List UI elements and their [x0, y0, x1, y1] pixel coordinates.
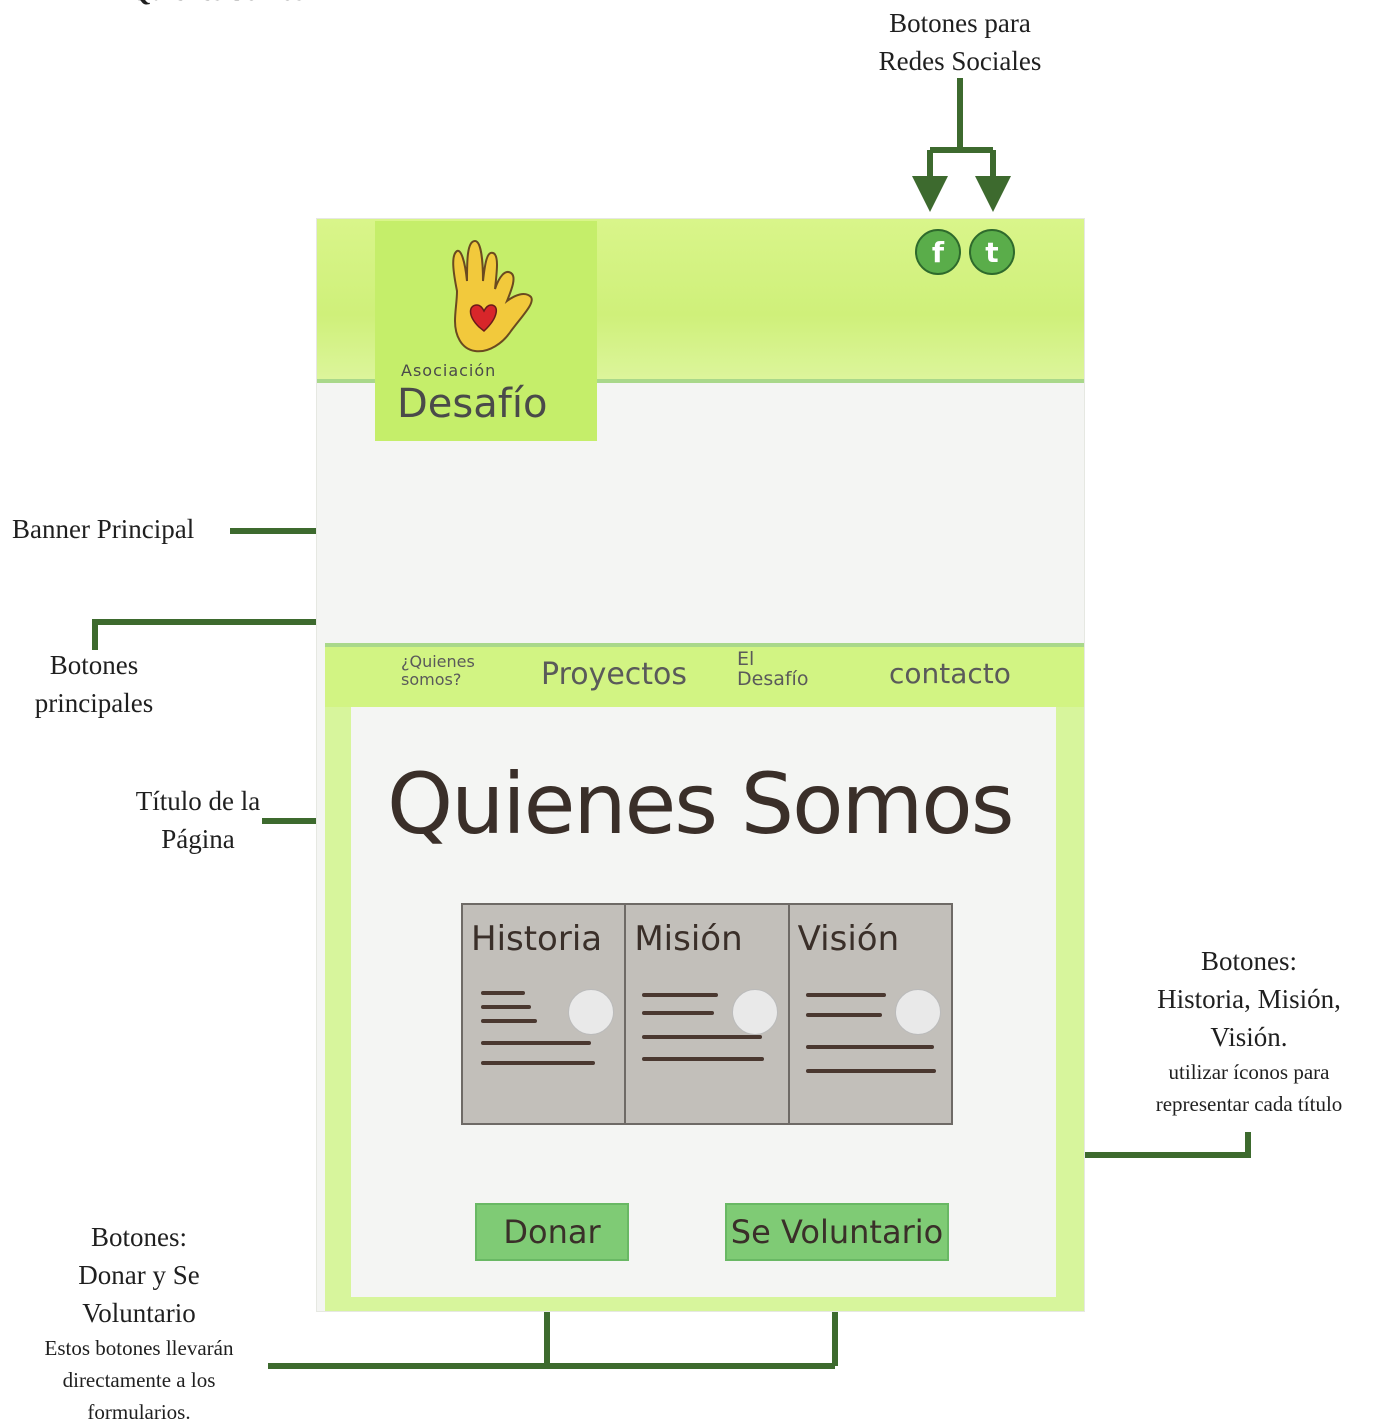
card-vision-line	[805, 1069, 936, 1073]
annotation-social: Botones para Redes Sociales	[855, 4, 1065, 80]
annotation-social-line1: Botones para	[889, 8, 1031, 38]
annotation-main-buttons-line1: Botones	[49, 650, 139, 680]
card-vision-title: Visión	[797, 919, 900, 959]
annotation-top-left-title: Quienes Somos	[130, 0, 305, 10]
donar-button[interactable]: Donar	[475, 1203, 629, 1261]
nav-quienes-somos[interactable]: ¿Quienes somos?	[401, 653, 475, 689]
card-vision-line	[805, 1013, 882, 1017]
nav-contacto[interactable]: contacto	[889, 657, 1011, 690]
annotation-hmv-line3: Visión.	[1210, 1022, 1288, 1052]
facebook-icon: f	[931, 235, 945, 269]
nav-bar: ¿Quienes somos? Proyectos El Desafío con…	[325, 647, 1084, 707]
card-historia-line	[481, 1061, 595, 1065]
annotation-cta-line1: Botones:	[90, 1222, 187, 1252]
annotation-cta-line3: Voluntario	[82, 1298, 196, 1328]
logo-top-text: Asociación	[401, 361, 497, 380]
annotation-page-title-line2: Página	[161, 824, 235, 854]
card-historia-title: Historia	[471, 919, 603, 959]
voluntario-button[interactable]: Se Voluntario	[725, 1203, 949, 1261]
nav-el-desafio[interactable]: El Desafío	[737, 649, 808, 689]
card-mision-icon	[731, 989, 778, 1035]
nav-desafio-line1: El	[737, 648, 755, 670]
annotation-cta-line2: Donar y Se	[78, 1260, 200, 1290]
annotation-banner: Banner Principal	[12, 514, 195, 544]
card-vision-icon	[894, 989, 941, 1035]
card-mision-line	[642, 1057, 765, 1061]
page-title: Quienes Somos	[387, 755, 1014, 853]
page-content: Quienes Somos Historia Misión	[351, 707, 1056, 1297]
nav-proyectos[interactable]: Proyectos	[541, 657, 688, 692]
body-frame: ¿Quienes somos? Proyectos El Desafío con…	[325, 647, 1084, 1311]
nav-quienes-line1: ¿Quienes	[401, 652, 475, 671]
card-vision-line	[805, 1045, 934, 1049]
annotation-hmv-line1: Botones:	[1200, 946, 1297, 976]
main-banner	[317, 383, 1084, 643]
card-mision-line	[642, 1035, 763, 1039]
annotation-hmv-note-line2: representar cada título	[1155, 1092, 1343, 1116]
card-vision-line	[805, 993, 886, 997]
card-historia[interactable]: Historia	[463, 905, 627, 1123]
card-vision[interactable]: Visión	[789, 905, 951, 1123]
logo-box[interactable]: Asociación Desafío	[375, 221, 597, 441]
annotation-social-line2: Redes Sociales	[878, 46, 1042, 76]
card-historia-line	[481, 1019, 537, 1023]
hand-heart-icon	[452, 239, 533, 353]
annotation-main-buttons: Botones principales	[14, 646, 174, 722]
nav-divider	[325, 643, 1084, 647]
nav-desafio-line2: Desafío	[737, 668, 809, 690]
annotation-cta-note-line1: Estos botones llevarán	[44, 1336, 234, 1360]
nav-quienes-line2: somos?	[401, 670, 462, 689]
header-divider	[317, 379, 1084, 383]
card-historia-line	[481, 1041, 591, 1045]
annotation-page-title: Título de la Página	[120, 782, 276, 858]
logo-main-text: Desafío	[397, 381, 548, 427]
sketch-paper: Asociación Desafío f t ¿Quienes somos? P…	[316, 218, 1085, 1312]
annotation-main-buttons-line2: principales	[34, 688, 154, 718]
annotation-cta-note-line2: directamente a los	[62, 1368, 216, 1392]
annotation-hmv-line2: Historia, Misión,	[1157, 984, 1341, 1014]
annotation-hmv-note-line1: utilizar íconos para	[1168, 1060, 1330, 1084]
twitter-button[interactable]: t	[969, 229, 1015, 275]
card-historia-line	[481, 1005, 531, 1009]
info-cards: Historia Misión Visión	[461, 903, 953, 1125]
annotation-page-title-line1: Título de la	[135, 786, 261, 816]
card-mision-line	[642, 993, 719, 997]
annotation-cta-note-line3: formularios.	[87, 1400, 191, 1424]
card-mision[interactable]: Misión	[626, 905, 790, 1123]
twitter-icon: t	[985, 235, 999, 269]
annotation-cta: Botones: Donar y Se Voluntario Estos bot…	[8, 1218, 270, 1428]
card-mision-line	[642, 1011, 715, 1015]
facebook-button[interactable]: f	[915, 229, 961, 275]
card-mision-title: Misión	[634, 919, 743, 959]
annotation-hmv: Botones: Historia, Misión, Visión. utili…	[1120, 942, 1378, 1120]
card-historia-line	[481, 991, 525, 995]
card-historia-icon	[568, 989, 615, 1035]
